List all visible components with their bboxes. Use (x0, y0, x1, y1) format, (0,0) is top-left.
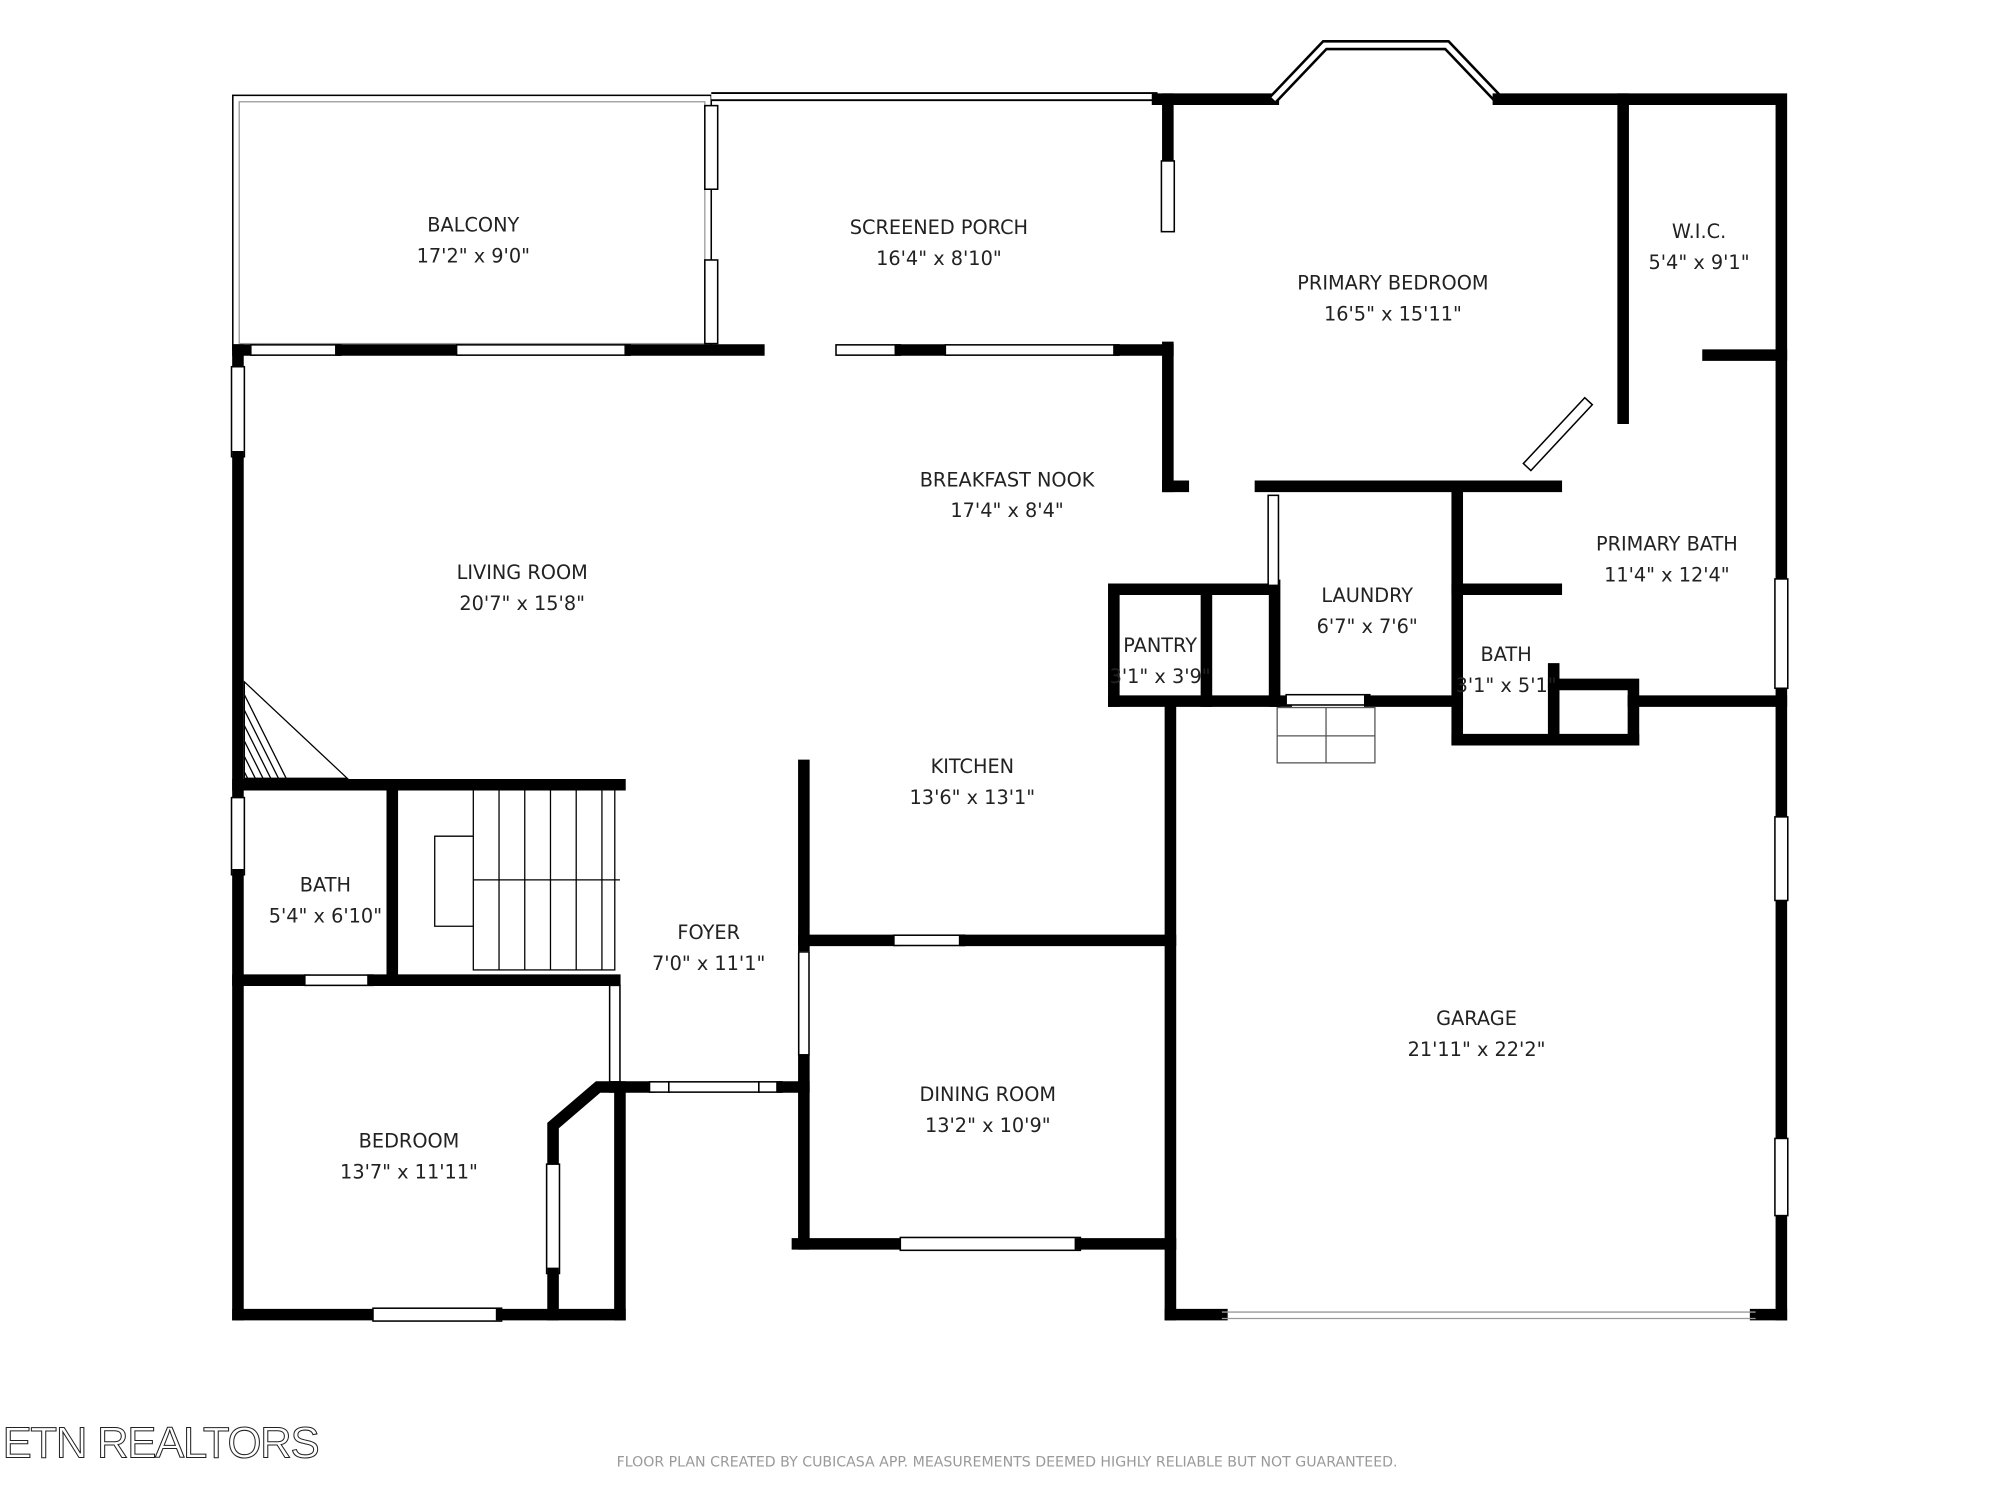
room-balcony: BALCONY 17'2" x 9'0" (417, 214, 530, 268)
room-bath-small: BATH 3'1" x 5'1" (1456, 643, 1557, 697)
room-foyer: FOYER 7'0" x 11'1" (652, 921, 765, 975)
stair-hatch (243, 740, 264, 779)
room-dining-room: DINING ROOM 13'2" x 10'9" (920, 1083, 1057, 1137)
room-size: 16'4" x 8'10" (876, 247, 1002, 270)
room-size: 13'6" x 13'1" (910, 786, 1036, 809)
room-name: BATH (1481, 643, 1532, 666)
room-laundry: LAUNDRY 6'7" x 7'6" (1317, 584, 1418, 638)
room-name: FOYER (677, 921, 740, 944)
stair-hatch (243, 709, 280, 779)
room-living-room: LIVING ROOM 20'7" x 15'8" (457, 561, 588, 615)
room-labels: BALCONY 17'2" x 9'0" SCREENED PORCH 16'4" … (269, 214, 1750, 1184)
room-size: 5'4" x 6'10" (269, 904, 382, 927)
room-primary-bedroom: PRIMARY BEDROOM 16'5" x 15'11" (1297, 272, 1488, 326)
room-name: BALCONY (427, 214, 519, 237)
brand-logo: ETN REALTORS (3, 1418, 319, 1467)
room-screened-porch: SCREENED PORCH 16'4" x 8'10" (850, 216, 1028, 270)
room-kitchen: KITCHEN 13'6" x 13'1" (910, 755, 1036, 809)
room-wic: W.I.C. 5'4" x 9'1" (1648, 220, 1749, 274)
room-name: LIVING ROOM (457, 561, 588, 584)
room-size: 16'5" x 15'11" (1324, 302, 1462, 325)
room-name: KITCHEN (931, 755, 1015, 778)
room-size: 3'1" x 5'1" (1456, 674, 1557, 697)
room-size: 3'1" x 3'9" (1110, 665, 1211, 688)
room-size: 13'7" x 11'11" (340, 1160, 478, 1183)
room-name: BREAKFAST NOOK (920, 468, 1096, 491)
room-breakfast-nook: BREAKFAST NOOK 17'4" x 8'4" (920, 468, 1096, 522)
room-size: 5'4" x 9'1" (1648, 251, 1749, 274)
room-size: 6'7" x 7'6" (1317, 615, 1418, 638)
room-name: LAUNDRY (1321, 584, 1413, 607)
stair-hatch (243, 771, 249, 779)
room-name: SCREENED PORCH (850, 216, 1028, 239)
room-size: 17'2" x 9'0" (417, 245, 530, 268)
staircase (434, 789, 620, 971)
stair-hatch (243, 756, 256, 779)
room-size: 7'0" x 11'1" (652, 952, 765, 975)
room-name: PRIMARY BATH (1596, 533, 1738, 556)
room-garage: GARAGE 21'11" x 22'2" (1408, 1007, 1546, 1061)
room-name: PRIMARY BEDROOM (1297, 272, 1488, 295)
room-size: 20'7" x 15'8" (459, 592, 585, 615)
footer-disclaimer: FLOOR PLAN CREATED BY CUBICASA APP. MEAS… (617, 1454, 1398, 1470)
room-size: 17'4" x 8'4" (950, 499, 1063, 522)
room-name: BATH (300, 873, 351, 896)
stair-hatch (243, 694, 287, 779)
room-pantry: PANTRY 3'1" x 3'9" (1110, 634, 1211, 688)
room-bedroom: BEDROOM 13'7" x 11'11" (340, 1129, 478, 1183)
balcony-railing (232, 94, 713, 351)
room-name: BEDROOM (359, 1129, 460, 1152)
room-name: DINING ROOM (920, 1083, 1057, 1106)
walls (230, 40, 1789, 1322)
room-size: 13'2" x 10'9" (925, 1114, 1051, 1137)
room-name: W.I.C. (1672, 220, 1726, 243)
room-name: GARAGE (1436, 1007, 1517, 1030)
room-primary-bath: PRIMARY BATH 11'4" x 12'4" (1596, 533, 1738, 587)
room-bath: BATH 5'4" x 6'10" (269, 873, 382, 927)
room-size: 21'11" x 22'2" (1408, 1038, 1546, 1061)
room-size: 11'4" x 12'4" (1604, 564, 1730, 587)
stair-hatch (243, 725, 272, 779)
room-name: PANTRY (1123, 634, 1197, 657)
